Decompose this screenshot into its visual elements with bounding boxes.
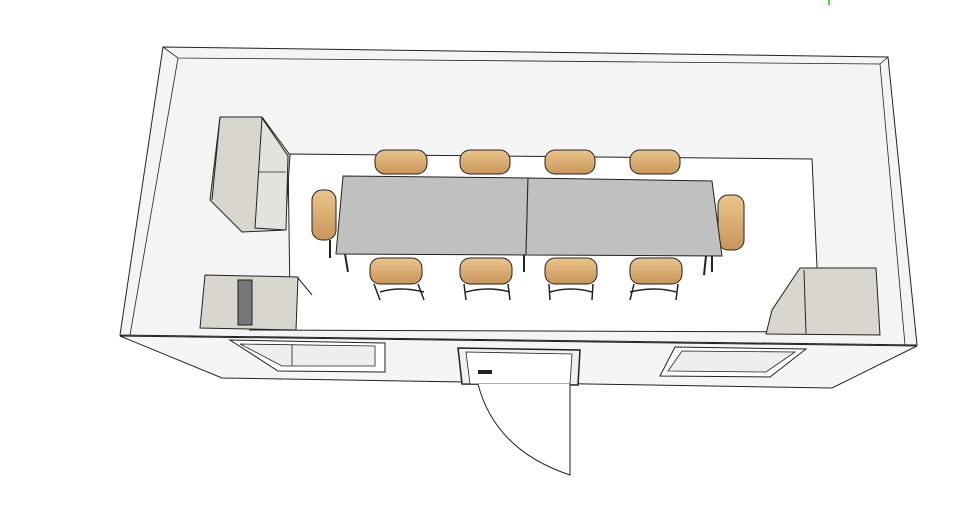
door-handle-icon: [478, 370, 492, 374]
chair[interactable]: [629, 149, 681, 175]
oven: [199, 274, 313, 331]
chair[interactable]: [459, 149, 511, 175]
chair[interactable]: [459, 257, 513, 301]
chair[interactable]: [544, 257, 598, 301]
door[interactable]: [457, 347, 581, 476]
table-right: [525, 177, 723, 257]
counter: [765, 267, 881, 336]
window-left: [228, 339, 386, 373]
conference-table: [335, 175, 723, 276]
window-right: [659, 346, 808, 378]
chair[interactable]: [374, 149, 428, 175]
door-swing-arc: [477, 383, 571, 476]
wall-cabinet: [209, 116, 291, 233]
chair[interactable]: [369, 257, 425, 301]
chair[interactable]: [311, 189, 337, 258]
table-left: [335, 175, 529, 256]
chair[interactable]: [544, 149, 596, 175]
chairs-front: [369, 257, 683, 301]
chair[interactable]: [629, 257, 683, 301]
